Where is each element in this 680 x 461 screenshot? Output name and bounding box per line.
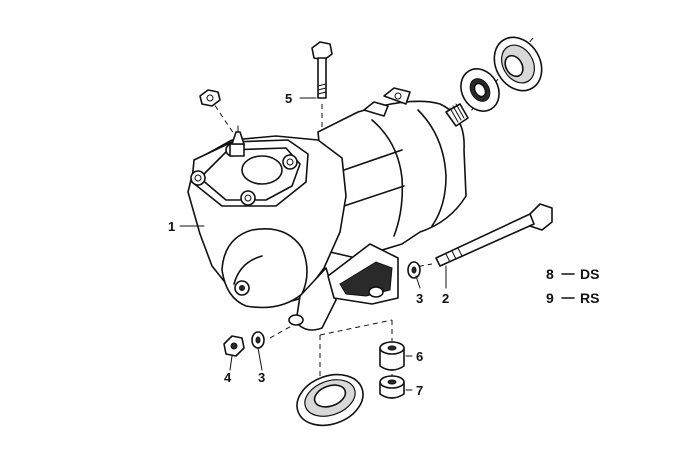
leader-lines <box>179 97 447 391</box>
legend-code-rs: RS <box>580 290 599 306</box>
legend-code-ds: DS <box>580 266 599 282</box>
legend-num-8: 8 <box>546 266 554 282</box>
legend-num-9: 9 <box>546 290 554 306</box>
legend: 8 DS 9 RS <box>546 266 599 306</box>
callout-4: 4 <box>224 370 232 385</box>
callout-5: 5 <box>285 91 292 106</box>
bolt-5 <box>311 41 333 99</box>
nut-4 <box>223 335 245 357</box>
callout-7: 7 <box>416 383 423 398</box>
washer-3-left <box>251 331 265 349</box>
seal-ring-bottom <box>296 373 364 427</box>
dust-seal-top <box>460 68 500 112</box>
steering-gear-housing <box>187 87 469 331</box>
callout-1: 1 <box>168 219 175 234</box>
callout-6: 6 <box>416 349 423 364</box>
callout-3-right: 3 <box>416 291 423 306</box>
washer-3-right <box>407 261 421 279</box>
callout-3-left: 3 <box>258 370 265 385</box>
cover-nut <box>199 89 221 107</box>
rubber-seal-top <box>493 36 543 92</box>
nut-7 <box>379 375 405 399</box>
sleeve-6 <box>379 341 405 371</box>
callout-2: 2 <box>442 291 449 306</box>
bolt-2 <box>435 203 553 267</box>
